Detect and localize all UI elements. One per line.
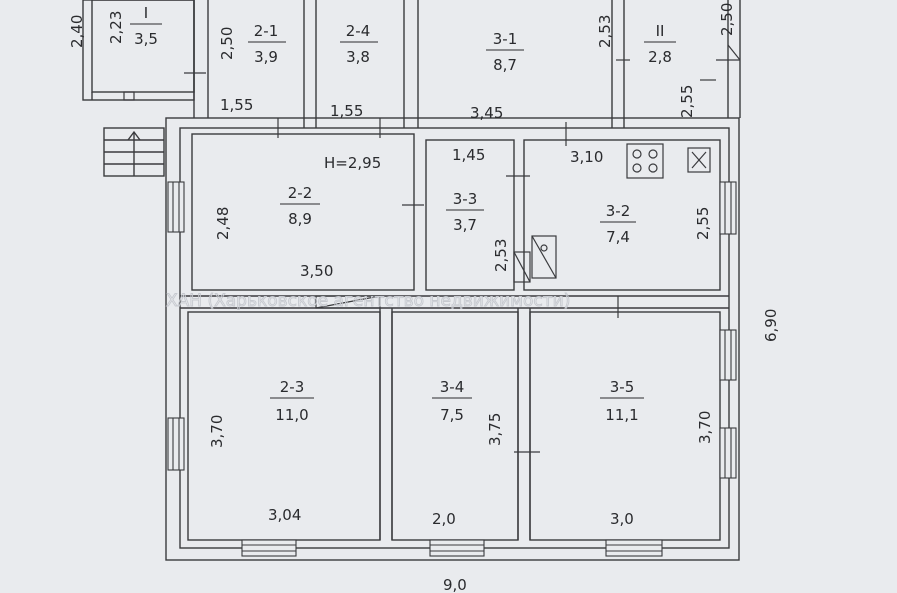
room-area-I: 3,5 bbox=[134, 30, 158, 48]
dim-3-45: 3,45 bbox=[470, 104, 503, 122]
room-area-2-2: 8,9 bbox=[288, 210, 312, 228]
dim-1-55-right: 1,55 bbox=[330, 102, 363, 120]
dim-2-50-a: 2,50 bbox=[218, 27, 236, 60]
room-area-3-1: 8,7 bbox=[493, 56, 517, 74]
vent-icon bbox=[315, 295, 381, 309]
dimension-labels: 1,55 1,55 3,45 1,45 3,10 3,50 3,04 2,0 3… bbox=[68, 3, 780, 593]
room-area-2-4: 3,8 bbox=[346, 48, 370, 66]
dim-6-90: 6,90 bbox=[762, 309, 780, 342]
dim-3-04: 3,04 bbox=[268, 506, 301, 524]
room-id-3-5: 3-5 bbox=[610, 378, 635, 396]
fixtures bbox=[315, 143, 711, 309]
room-area-3-4: 7,5 bbox=[440, 406, 464, 424]
dim-2-53-a: 2,53 bbox=[596, 15, 614, 48]
dim-2-0: 2,0 bbox=[432, 510, 456, 528]
dim-2-23: 2,23 bbox=[107, 11, 125, 44]
watermark-text: ХАН (Харьковское агентство недвижимости) bbox=[166, 291, 570, 311]
room-id-2-3: 2-3 bbox=[280, 378, 305, 396]
dim-2-53-b: 2,53 bbox=[492, 239, 510, 272]
dim-3-10: 3,10 bbox=[570, 148, 603, 166]
room-id-2-1: 2-1 bbox=[254, 22, 279, 40]
dim-2-55-b: 2,55 bbox=[694, 207, 712, 240]
room-id-3-2: 3-2 bbox=[606, 202, 631, 220]
dim-2-48: 2,48 bbox=[214, 207, 232, 240]
dim-1-45: 1,45 bbox=[452, 146, 485, 164]
room-area-2-1: 3,9 bbox=[254, 48, 278, 66]
dim-9-0: 9,0 bbox=[443, 576, 467, 593]
windows bbox=[167, 181, 737, 557]
room-id-3-1: 3-1 bbox=[493, 30, 518, 48]
heater-icon bbox=[513, 235, 557, 283]
room-id-3-4: 3-4 bbox=[440, 378, 465, 396]
sink-icon bbox=[687, 147, 711, 173]
room-id-II: II bbox=[656, 22, 665, 40]
room-id-2-4: 2-4 bbox=[346, 22, 371, 40]
room-area-3-2: 7,4 bbox=[606, 228, 630, 246]
room-area-3-5: 11,1 bbox=[605, 406, 638, 424]
dim-3-70-right: 3,70 bbox=[696, 411, 714, 444]
room-id-2-2: 2-2 bbox=[288, 184, 313, 202]
dim-3-70-left: 3,70 bbox=[208, 415, 226, 448]
room-area-2-3: 11,0 bbox=[275, 406, 308, 424]
ceiling-height-label: H=2,95 bbox=[324, 154, 381, 172]
room-area-3-3: 3,7 bbox=[453, 216, 477, 234]
room-area-II: 2,8 bbox=[648, 48, 672, 66]
dim-3-50: 3,50 bbox=[300, 262, 333, 280]
room-labels: I 3,5 2-1 3,9 2-4 3,8 3-1 8,7 II 2,8 2-2… bbox=[130, 4, 676, 424]
dim-2-55-a: 2,55 bbox=[678, 85, 696, 118]
room-id-3-3: 3-3 bbox=[453, 190, 478, 208]
room-id-I: I bbox=[144, 4, 148, 22]
stove-icon bbox=[626, 143, 664, 179]
dim-2-50-b: 2,50 bbox=[718, 3, 736, 36]
dim-3-0: 3,0 bbox=[610, 510, 634, 528]
dim-3-75: 3,75 bbox=[486, 413, 504, 446]
doors bbox=[123, 44, 741, 453]
dim-2-40: 2,40 bbox=[68, 15, 86, 48]
dim-1-55-left: 1,55 bbox=[220, 96, 253, 114]
